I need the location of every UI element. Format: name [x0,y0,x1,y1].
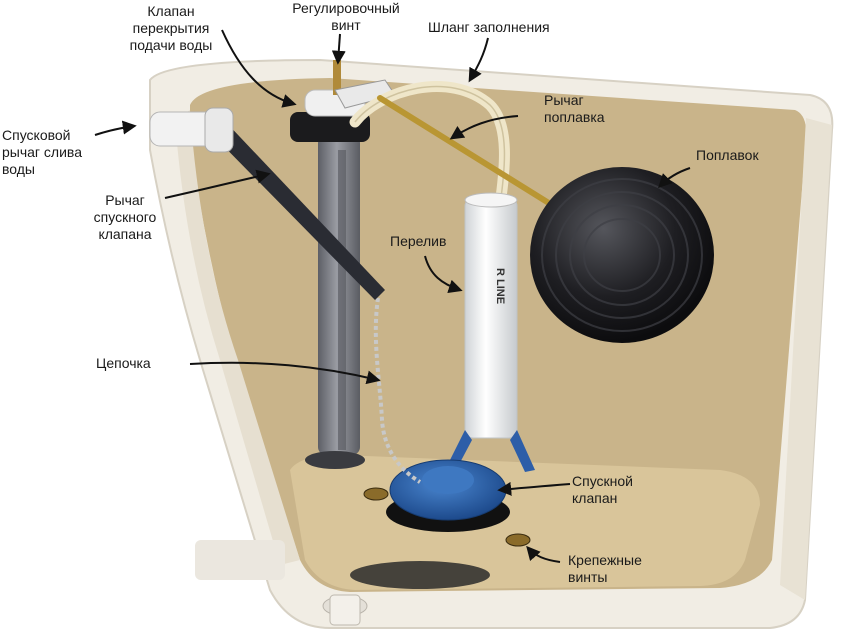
label-valve: Клапан перекрытия подачи воды [129,3,213,53]
arrow-float [658,167,691,188]
overflow-bracket-right [510,430,535,472]
fill-valve-cap [290,112,370,142]
float-rod [377,95,563,213]
flapper-dome [422,466,474,494]
label-float: Поплавок [696,147,759,163]
arrow-drain-valve [497,481,571,496]
label-screw: Регулировочный винт [292,0,400,33]
tank-right-rim [780,118,832,600]
base-bolt-left [329,594,361,626]
arrow-float-lever [449,115,519,140]
arrow-drain-lever [164,169,271,199]
tank-base-left [195,540,285,580]
overflow-brand-text: R LINE [494,268,506,304]
arrow-chain [189,361,381,385]
callout-arrows [94,29,691,563]
label-chain: Цепочка [96,355,151,371]
label-overflow: Перелив [390,233,447,249]
flush-handle-knob [204,107,234,153]
arrow-screw [331,33,346,65]
arrow-overflow [424,255,463,294]
label-bolts: Крепежные винты [568,552,642,585]
base-gasket [350,561,490,589]
fill-valve-base [305,451,365,469]
float-ridges [541,178,703,332]
label-drain-lever: Рычаг спускного клапана [93,192,157,242]
label-hose: Шланг заполнения [428,19,550,35]
adjusting-screw [333,60,341,95]
label-float-lever: Рычаг поплавка [544,92,605,125]
fill-valve-inner [338,150,346,450]
arrow-flush-lever [94,120,137,136]
label-flush-lever: Спусковой рычаг слива воды [2,127,82,177]
mounting-bolt-1 [363,487,389,501]
flush-lever-arm [200,118,385,300]
overflow-tube [464,197,518,439]
overflow-tube-top [464,192,518,208]
arrow-hose [468,37,489,83]
arrow-valve [221,29,297,108]
float-ball [530,167,714,343]
label-drain-valve: Спускной клапан [572,473,633,506]
arrow-bolts [526,545,561,563]
mounting-bolt-2 [505,533,531,547]
tank-left-wall [175,110,300,565]
